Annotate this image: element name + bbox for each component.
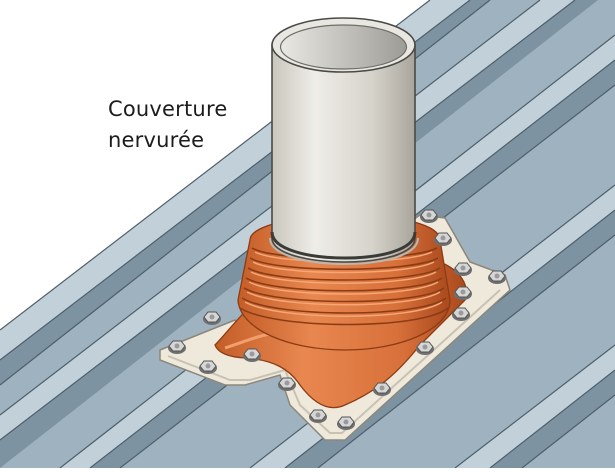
bolt-icon — [278, 377, 296, 391]
bolt-icon — [199, 360, 217, 374]
bolt-icon — [373, 382, 391, 396]
bolt-icon — [454, 286, 472, 300]
bolt-icon — [452, 307, 470, 321]
bolt-icon — [416, 341, 434, 355]
label-line-2: nervurée — [108, 128, 205, 152]
bolt-icon — [337, 416, 355, 430]
bolt-icon — [168, 340, 186, 354]
bolt-icon — [434, 232, 452, 246]
bolt-icon — [454, 262, 472, 276]
roof-type-label: Couverture nervurée — [108, 94, 278, 156]
bolt-icon — [309, 409, 327, 423]
bolt-icon — [488, 270, 506, 284]
bolts — [168, 209, 506, 430]
label-line-1: Couverture — [108, 97, 228, 121]
pipe — [269, 17, 419, 266]
bolt-icon — [420, 209, 438, 223]
bolt-icon — [243, 348, 261, 362]
bolt-icon — [203, 311, 221, 325]
